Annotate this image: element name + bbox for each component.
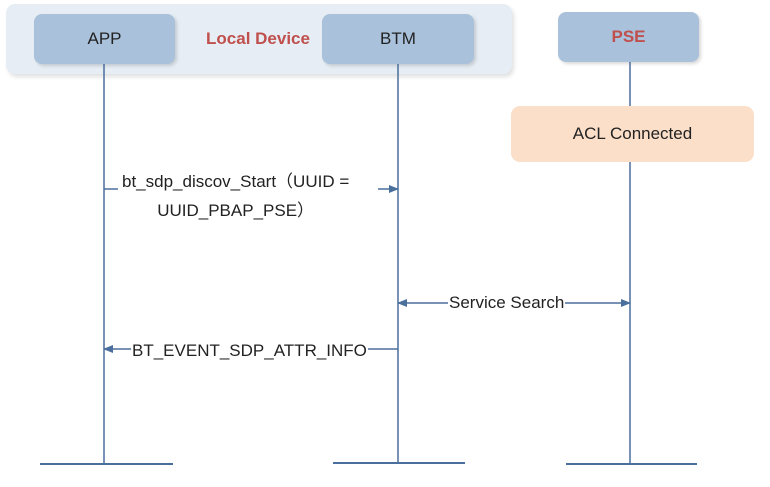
message-discover-label: bt_sdp_discov_Start（UUID = UUID_PBAP_PSE… xyxy=(122,167,349,225)
local-device-label: Local Device xyxy=(206,29,310,48)
lifeline-pse-head[interactable]: PSE xyxy=(558,12,699,62)
message-discover-line1: bt_sdp_discov_Start（UUID = xyxy=(122,172,350,191)
lifeline-app-head[interactable]: APP xyxy=(34,14,175,64)
message-discover-line2: UUID_PBAP_PSE） xyxy=(157,201,315,220)
message-service-search-label: Service Search xyxy=(448,292,566,314)
lifeline-btm-head[interactable]: BTM xyxy=(322,14,474,64)
message-attr-info-label: BT_EVENT_SDP_ATTR_INFO xyxy=(131,340,368,362)
acl-connected-note: ACL Connected xyxy=(511,106,754,162)
